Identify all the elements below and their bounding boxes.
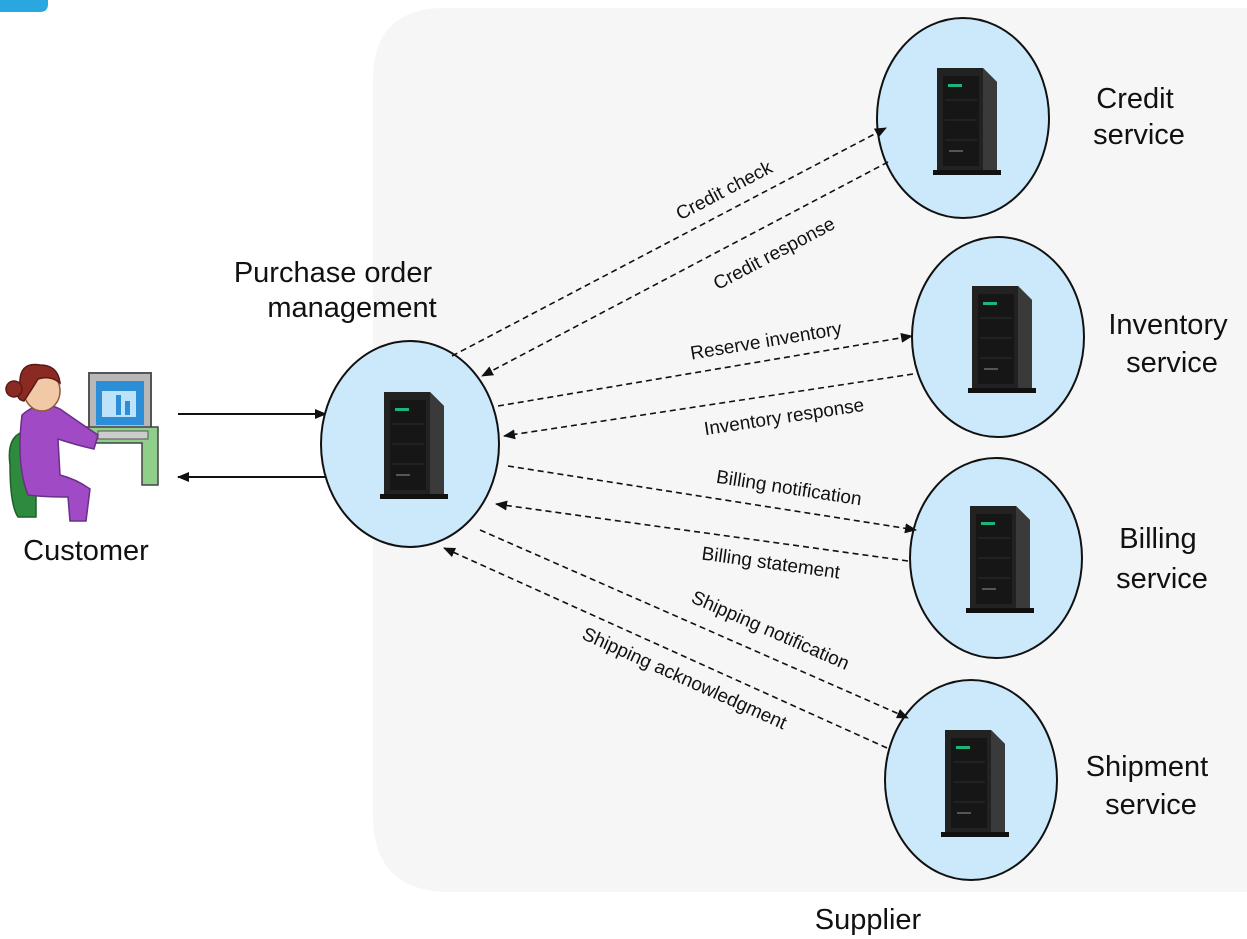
supplier-label: Supplier <box>815 904 922 936</box>
inventory-response-arrow <box>503 373 914 440</box>
credit-check-arrow <box>451 127 887 357</box>
credit-response-arrow <box>481 161 889 377</box>
shipping-acknowledgment-arrow <box>443 547 888 749</box>
hub-label: Purchase order management <box>234 257 440 324</box>
customer-figure <box>5 363 159 522</box>
inventory-service-label: Inventory service <box>1108 309 1235 379</box>
inventory-server-icon <box>967 285 1037 394</box>
corner-accent <box>0 0 48 12</box>
shipment-server-icon <box>940 729 1010 838</box>
billing-server-icon <box>965 505 1035 614</box>
hub-node <box>320 340 500 548</box>
shipment-service-label: Shipment service <box>1086 751 1217 821</box>
hub-server-icon <box>379 391 449 500</box>
billing-notification-arrow <box>507 465 917 534</box>
supplier-region <box>373 8 1247 892</box>
credit-service-node <box>876 17 1050 219</box>
billing-service-node <box>909 457 1083 659</box>
inventory-service-node <box>911 236 1085 438</box>
credit-server-icon <box>932 67 1002 176</box>
customer-label: Customer <box>23 535 149 567</box>
shipment-service-node <box>884 679 1058 881</box>
billing-service-label: Billing service <box>1116 523 1208 595</box>
shipping-notification-arrow <box>479 529 909 719</box>
credit-service-label: Credit service <box>1093 83 1185 151</box>
